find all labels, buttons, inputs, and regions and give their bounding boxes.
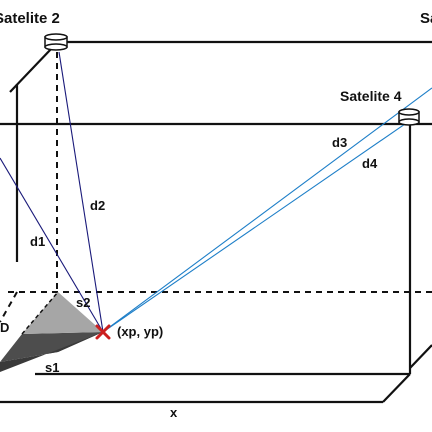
d3-label: d3: [332, 135, 347, 150]
satellite-2-cylinder-icon: [44, 33, 68, 51]
d1-label: d1: [30, 234, 45, 249]
triangle-dark: [0, 332, 103, 362]
dashed-guides: [0, 52, 432, 323]
satellite-4-cylinder-icon: [398, 108, 420, 126]
satellite-2-label: Satelite 2: [0, 10, 60, 27]
ray-d4: [102, 123, 406, 333]
right-back-diagonal: [409, 344, 432, 369]
bottom-right-diagonal: [382, 373, 411, 403]
s2-label: s2: [76, 295, 90, 310]
point-label: (xp, yp): [117, 324, 163, 339]
triangle-light: [22, 292, 103, 334]
target-x-mark-icon: [95, 324, 111, 340]
triangle-mid: [0, 332, 103, 372]
ray-d2: [58, 51, 104, 333]
d2-label: d2: [90, 198, 105, 213]
d4-label: d4: [362, 156, 378, 171]
s1-label: s1: [45, 360, 59, 375]
D-label: D: [0, 320, 9, 335]
ray-d3: [102, 87, 432, 333]
x-axis-label: x: [170, 405, 178, 420]
satellite-3-label-partial: Sa: [420, 10, 432, 27]
dashed-left-short: [0, 291, 18, 323]
box-outline: [0, 40, 432, 404]
triangle-dashed-edge: [21, 291, 59, 335]
range-rays: [0, 51, 432, 333]
satellite-4-label: Satelite 4: [340, 88, 402, 104]
ray-d1: [0, 157, 104, 333]
